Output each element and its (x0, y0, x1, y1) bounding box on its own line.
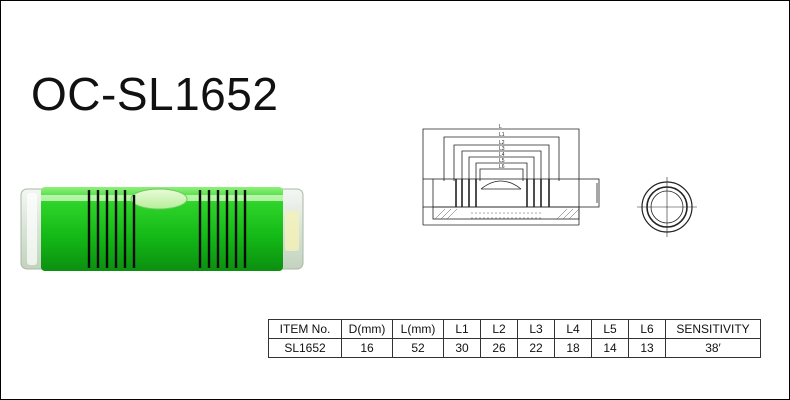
cell-l-mm: 52 (392, 338, 444, 358)
header-l-mm: L(mm) (392, 319, 444, 339)
cell-item-no: SL1652 (268, 338, 342, 358)
dim-label-l1: L1 (499, 132, 505, 138)
technical-drawing-end-view (637, 177, 697, 237)
table-row: SL1652 16 52 30 26 22 18 14 13 38′ (268, 338, 761, 358)
header-d-mm: D(mm) (341, 319, 393, 339)
cell-l4: 18 (554, 338, 592, 358)
cell-l1: 30 (443, 338, 481, 358)
cell-d-mm: 16 (341, 338, 393, 358)
spec-table: ITEM No. D(mm) L(mm) L1 L2 L3 L4 L5 L6 S… (268, 319, 761, 358)
dim-label-l4: L4 (499, 152, 505, 158)
spec-table-header-row: ITEM No. D(mm) L(mm) L1 L2 L3 L4 L5 L6 S… (268, 319, 761, 339)
header-l2: L2 (480, 319, 518, 339)
header-l6: L6 (628, 319, 666, 339)
dim-label-l3: L3 (499, 146, 505, 152)
product-title: OC-SL1652 (31, 68, 279, 120)
cell-l3: 22 (517, 338, 555, 358)
dim-label-l5: L5 (499, 158, 505, 164)
dim-label-l2: L2 (499, 140, 505, 146)
header-l1: L1 (443, 319, 481, 339)
header-l5: L5 (591, 319, 629, 339)
dim-label-l: L (499, 124, 502, 130)
header-item-no: ITEM No. (268, 319, 342, 339)
cell-l2: 26 (480, 338, 518, 358)
bubble-vial-image (20, 187, 304, 271)
technical-drawing-side-view: L L1 L2 L3 L4 L5 L6 (422, 124, 600, 226)
cell-l5: 14 (591, 338, 629, 358)
header-l3: L3 (517, 319, 555, 339)
header-l4: L4 (554, 319, 592, 339)
dim-label-l6: L6 (499, 164, 505, 170)
header-sensitivity: SENSITIVITY (665, 319, 761, 339)
cell-sensitivity: 38′ (665, 338, 761, 358)
cell-l6: 13 (628, 338, 666, 358)
